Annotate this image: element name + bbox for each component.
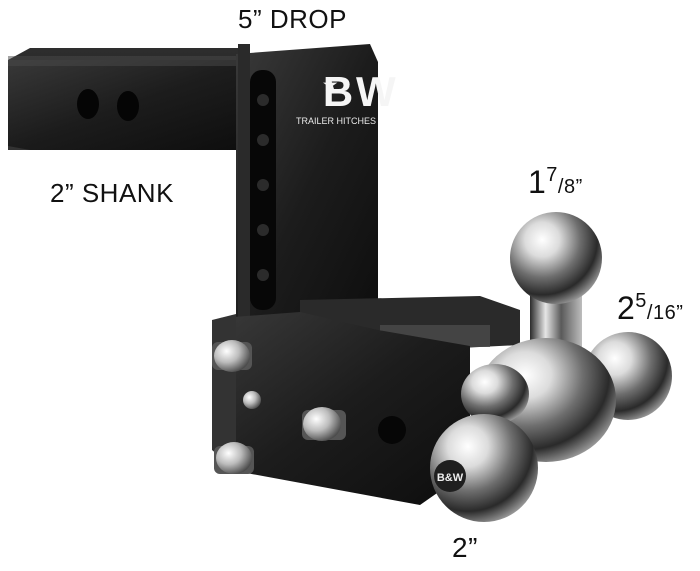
- brand-logo: B ★ W TRAILER HITCHES: [296, 68, 396, 126]
- drop-bar: B ★ W TRAILER HITCHES: [236, 44, 396, 340]
- drop-label: 5” DROP: [238, 4, 347, 34]
- bolt-icon: [243, 391, 261, 409]
- ball-2: [430, 414, 538, 522]
- ball-top-den: 8”: [563, 176, 583, 198]
- svg-text:TRAILER HITCHES: TRAILER HITCHES: [296, 116, 376, 126]
- shank-hole-icon: [77, 89, 99, 119]
- shank-tube: [8, 48, 248, 150]
- ball-stamp-logo: B&W: [434, 460, 466, 492]
- svg-text:B: B: [323, 68, 353, 115]
- shank-hole-icon: [117, 91, 139, 121]
- ball-right-den: 16”: [652, 302, 684, 324]
- ball-right-size-label: 25/16”: [617, 290, 684, 326]
- ball-top-size-label: 17/8”: [528, 164, 583, 200]
- ball-front-size-label: 2”: [452, 532, 478, 563]
- svg-text:W: W: [356, 68, 396, 115]
- ball-top-whole: 1: [528, 164, 547, 200]
- pin-center: [302, 407, 346, 441]
- pin-lower: [214, 442, 254, 474]
- ball-top-num: 7: [546, 164, 558, 186]
- tri-ball-mount: B&W: [430, 212, 672, 522]
- svg-text:★: ★: [323, 77, 338, 94]
- shank-label: 2” SHANK: [50, 178, 174, 208]
- ball-1-7-8: [510, 212, 602, 304]
- svg-text:B&W: B&W: [437, 472, 464, 484]
- ball-right-num: 5: [635, 290, 647, 312]
- ball-right-whole: 2: [617, 290, 636, 326]
- pin-upper: [212, 340, 252, 372]
